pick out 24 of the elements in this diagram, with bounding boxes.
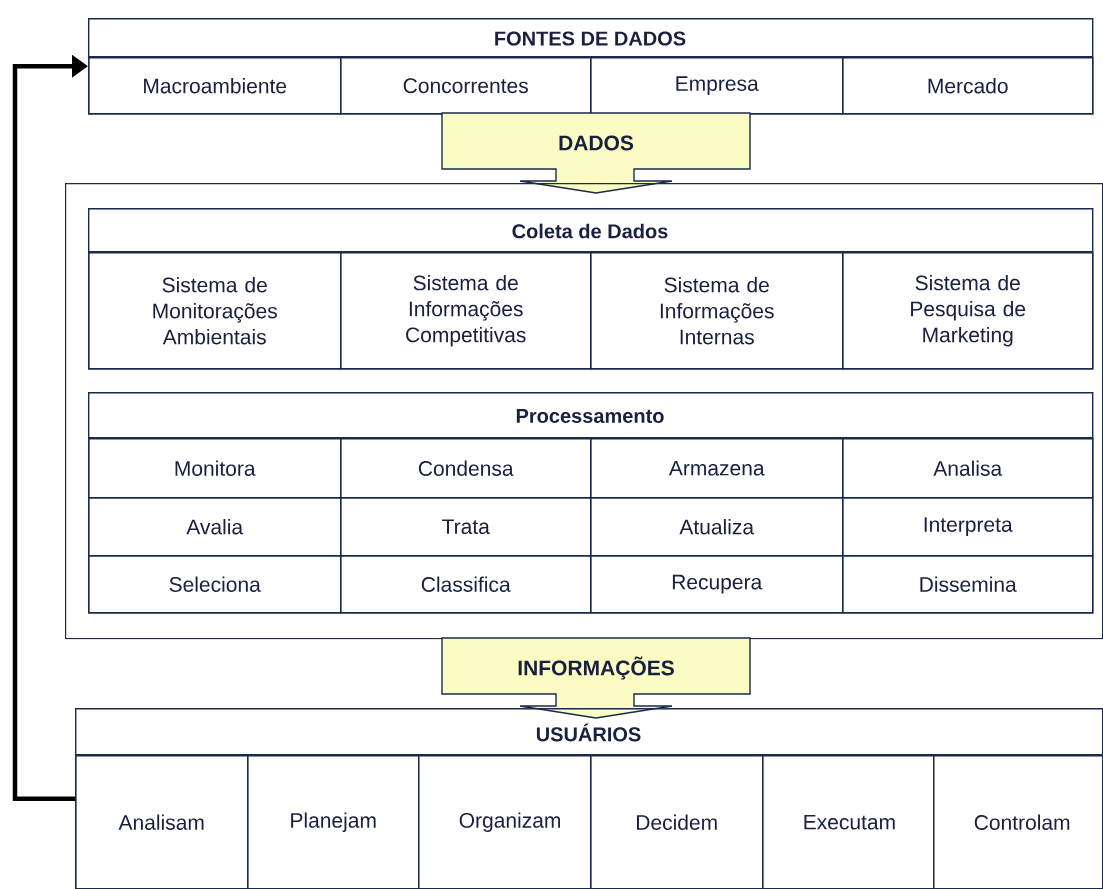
table-cell: Atualiza bbox=[590, 497, 844, 557]
table-cell: Sistema de Informações Internas bbox=[590, 252, 844, 370]
table-cell: Dissemina bbox=[842, 555, 1094, 614]
table-cell: Classifica bbox=[340, 555, 592, 614]
table-cell: Sistema de Monitorações Ambientais bbox=[88, 252, 342, 370]
table-cell: Seleciona bbox=[88, 555, 342, 614]
table-cell: Organizam bbox=[418, 755, 592, 889]
table-cell: Planejam bbox=[247, 755, 420, 889]
table-cell: Analisam bbox=[75, 755, 249, 889]
table-cell: Controlam bbox=[933, 755, 1103, 889]
table-cell: Analisa bbox=[842, 438, 1094, 499]
table-cell: Recupera bbox=[590, 555, 844, 614]
table-cell: Avalia bbox=[88, 497, 342, 557]
table-cell: Executam bbox=[762, 755, 935, 889]
table-cell: Mercado bbox=[842, 57, 1094, 115]
table-cell: Armazena bbox=[590, 438, 844, 499]
table-cell: Decidem bbox=[590, 755, 764, 889]
table-cell: Monitora bbox=[88, 438, 342, 499]
table-cell: Condensa bbox=[340, 438, 592, 499]
table-cell: Macroambiente bbox=[88, 57, 342, 115]
table-cell: Sistema de Informações Competitivas bbox=[340, 252, 592, 370]
table-cell: Interpreta bbox=[842, 497, 1094, 557]
table-cell: Sistema de Pesquisa de Marketing bbox=[842, 252, 1094, 370]
table-cell: Trata bbox=[340, 497, 592, 557]
